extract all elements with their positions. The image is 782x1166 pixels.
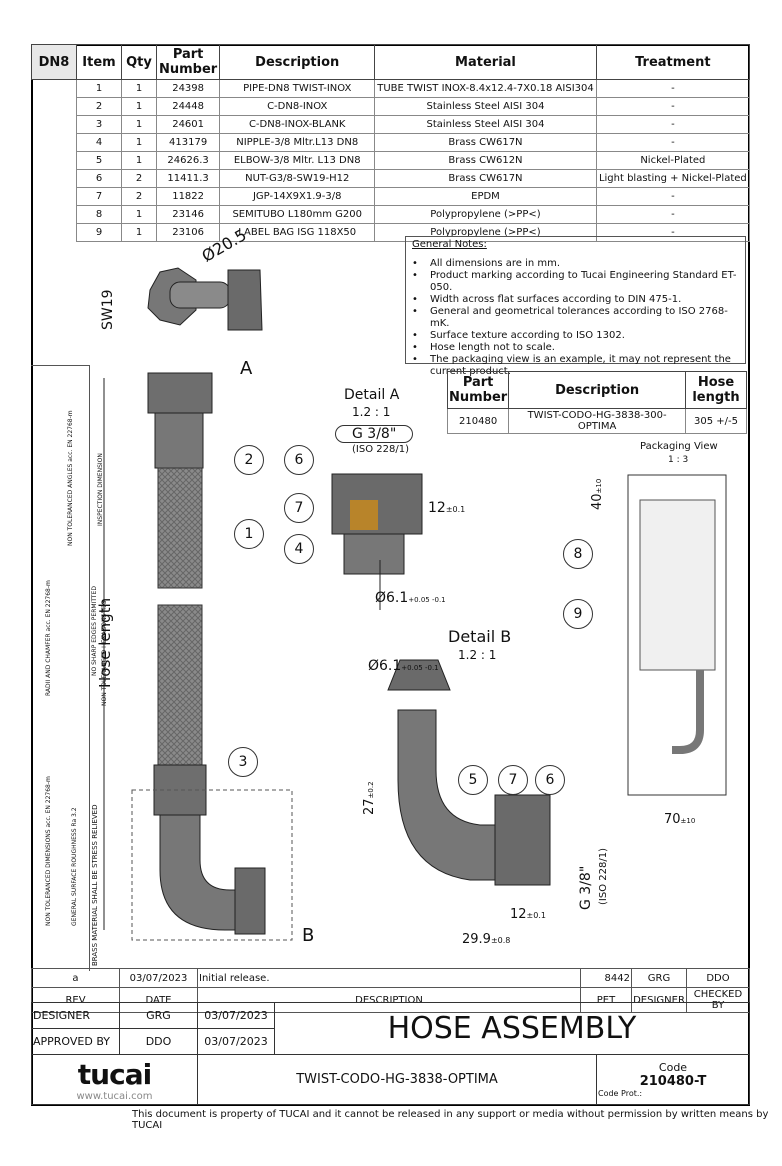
bom-cell: 1 <box>121 223 157 242</box>
bom-cell: 413179 <box>155 133 221 152</box>
tucai-logo: tucai <box>77 1057 152 1091</box>
designer-label: DESIGNER <box>31 1002 120 1029</box>
bom-header-qty: Qty <box>121 44 157 80</box>
rev-desc: Initial release. <box>197 968 581 988</box>
approved-value: DDO <box>119 1028 198 1055</box>
hose-length-label: Hose length <box>96 597 114 688</box>
callout-4: 4 <box>284 534 314 564</box>
note-item: Width across flat surfaces according to … <box>412 294 739 306</box>
bom-header-material: Material <box>374 44 597 80</box>
dim-70: 70±10 <box>664 812 696 827</box>
designer-date: 03/07/2023 <box>197 1002 275 1029</box>
note-item: Surface texture according to ISO 1302. <box>412 330 739 342</box>
part-header-number: Part Number <box>446 371 510 409</box>
main-hose <box>103 372 293 941</box>
bom-cell: LABEL BAG ISG 118X50 <box>219 223 376 242</box>
code-block: Code 210480-T Code Prot.: <box>596 1054 750 1105</box>
bom-cell: 9 <box>76 223 122 242</box>
dim-29-9: 29.9±0.8 <box>462 932 511 947</box>
dn-label: DN8 <box>31 44 77 80</box>
iso-a: (ISO 228/1) <box>352 444 409 455</box>
top-nut-view <box>147 267 263 331</box>
note-item: General and geometrical tolerances accor… <box>412 306 739 330</box>
callout-6: 6 <box>284 445 314 475</box>
note-item: All dimensions are in mm. <box>412 258 739 270</box>
bom-cell: - <box>595 223 751 242</box>
rev-pet: 8442 <box>580 968 632 988</box>
rev-designer: GRG <box>631 968 687 988</box>
part-hose-length: 305 +/-5 <box>685 408 747 434</box>
dim-sw19: SW19 <box>100 289 116 330</box>
part-header-desc: Description <box>508 371 686 409</box>
title-block: DESIGNER GRG 03/07/2023 HOSE ASSEMBLY AP… <box>31 1002 750 1105</box>
part-table: Part Number Description Hose length 2104… <box>446 371 747 434</box>
callout-2: 2 <box>234 445 264 475</box>
callout-5: 5 <box>458 765 488 795</box>
callout-6-b: 6 <box>535 765 565 795</box>
dim-40: 40±10 <box>590 478 605 510</box>
dim-6-1-a: Ø6.1+0.05 -0.1 <box>375 590 446 606</box>
callout-9: 9 <box>563 599 593 629</box>
footer-text: This document is property of TUCAI and i… <box>132 1109 769 1131</box>
dim-12-a: 12±0.1 <box>428 500 466 516</box>
callout-7: 7 <box>284 493 314 523</box>
callout-1: 1 <box>234 519 264 549</box>
logo-block: tucai www.tucai.com <box>31 1054 198 1105</box>
tolerance-panel: INSPECTION DIMENSION NON TOLERANCED ANGL… <box>31 365 108 971</box>
detail-b-scale: 1.2 : 1 <box>458 648 497 662</box>
designer-value: GRG <box>119 1002 198 1029</box>
drawing-title: HOSE ASSEMBLY <box>274 1002 750 1055</box>
rev-date: 03/07/2023 <box>119 968 198 988</box>
packaging-view <box>627 474 727 796</box>
bom-header-desc: Description <box>219 44 376 80</box>
dim-12-b: 12±0.1 <box>510 907 546 922</box>
callout-7-b: 7 <box>498 765 528 795</box>
revision-table: a 03/07/2023 Initial release. 8442 GRG D… <box>31 968 750 1013</box>
detail-a <box>331 473 423 610</box>
iso-b: (ISO 228/1) <box>598 848 609 905</box>
notes-title: General Notes: <box>412 239 487 250</box>
code-value: 210480-T <box>639 1074 707 1089</box>
dim-6-1-b: Ø6.1+0.05 -0.1 <box>368 658 439 674</box>
dim-27: 27±0.2 <box>362 781 377 815</box>
part-description: TWIST-CODO-HG-3838-300-OPTIMA <box>508 408 686 434</box>
bom-table: DN8 Item Qty Part Number Description Mat… <box>31 44 751 242</box>
callout-3: 3 <box>228 747 258 777</box>
label-b: B <box>302 925 315 946</box>
packaging-scale: 1 : 3 <box>668 455 689 465</box>
packaging-title: Packaging View <box>640 441 718 452</box>
rev-checked: DDO <box>686 968 750 988</box>
code-prot: Code Prot.: <box>598 1089 643 1098</box>
bom-cell: 23106 <box>155 223 221 242</box>
part-number: 210480 <box>446 408 510 434</box>
approved-date: 03/07/2023 <box>197 1028 275 1055</box>
bom-header-part: Part Number <box>155 44 221 80</box>
detail-a-scale: 1.2 : 1 <box>352 405 391 419</box>
drawing-name: TWIST-CODO-HG-3838-OPTIMA <box>197 1054 597 1105</box>
bom-header-treatment: Treatment <box>595 44 751 80</box>
note-item: Hose length not to scale. <box>412 342 739 354</box>
detail-a-title: Detail A <box>344 387 400 403</box>
bom-cell: 11411.3 <box>155 169 221 188</box>
note-item: Product marking according to Tucai Engin… <box>412 270 739 294</box>
label-a: A <box>240 358 253 379</box>
code-label: Code <box>658 1061 688 1074</box>
detail-b <box>387 659 551 886</box>
callout-8: 8 <box>563 539 593 569</box>
rev-value: a <box>31 968 120 988</box>
detail-b-title: Detail B <box>448 627 512 646</box>
thread-g38-a: G 3/8" <box>335 425 414 443</box>
approved-label: APPROVED BY <box>31 1028 120 1055</box>
thread-g38-b: G 3/8" <box>578 865 594 910</box>
tucai-web: www.tucai.com <box>76 1090 153 1102</box>
